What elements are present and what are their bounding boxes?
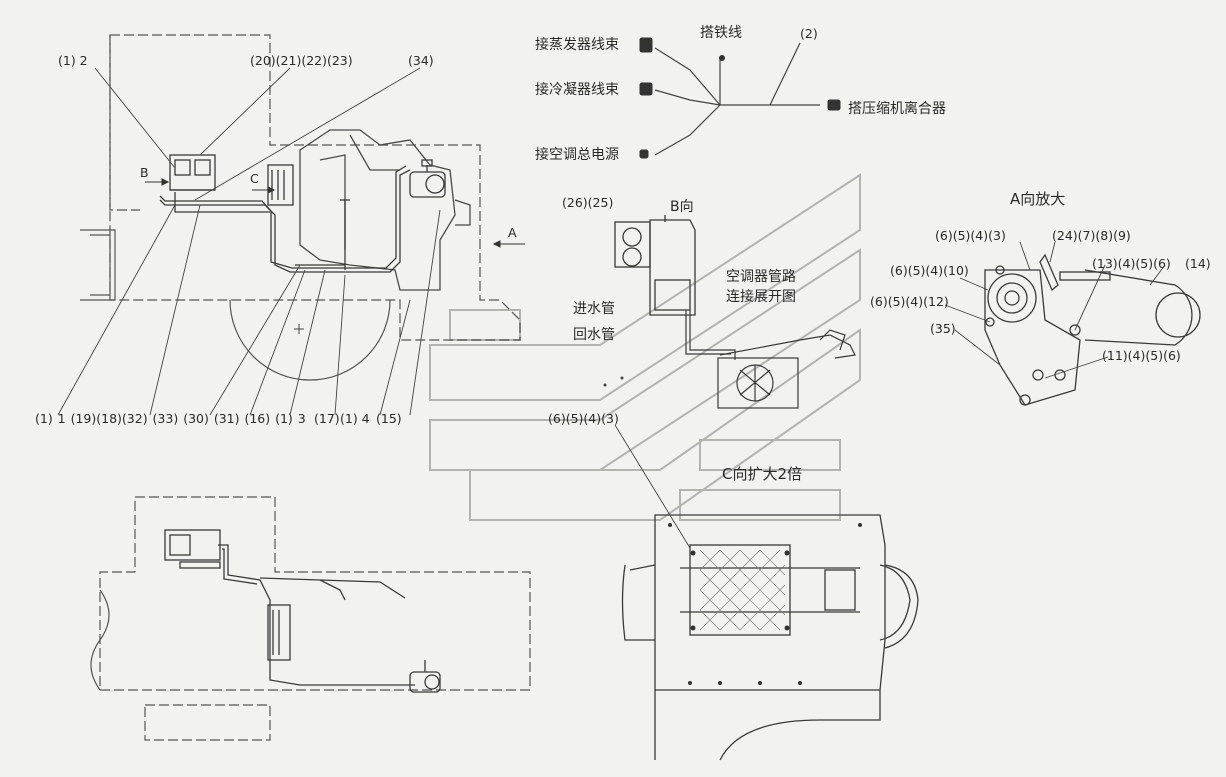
wiring-harness bbox=[654, 42, 820, 156]
label-ac-power: 接空调总电源 bbox=[535, 147, 619, 163]
wheel-arch bbox=[80, 229, 391, 381]
callout-24-7-8-9: (24)(7)(8)(9) bbox=[1052, 228, 1131, 243]
label-ground-wire: 搭铁线 bbox=[700, 25, 742, 41]
c-view-mesh bbox=[699, 549, 786, 631]
label-water-return: 回水管 bbox=[573, 327, 615, 343]
harness-connectors bbox=[639, 37, 841, 159]
label-c-view-enlarge: C向扩大2倍 bbox=[722, 465, 803, 483]
callout-34: (34) bbox=[408, 53, 434, 68]
watermark-logo bbox=[429, 173, 861, 521]
callout-11-4-5-6: (11)(4)(5)(6) bbox=[1102, 348, 1181, 363]
crosshair-mark bbox=[294, 324, 304, 334]
view-arrows bbox=[145, 178, 525, 248]
callout-6-5-4-10: (6)(5)(4)(10) bbox=[890, 263, 969, 278]
callout-15: (15) bbox=[376, 411, 402, 426]
label-evaporator-harness: 接蒸发器线束 bbox=[535, 37, 619, 53]
pipe-layout bbox=[685, 310, 856, 409]
callout-6-5-4-3-a: (6)(5)(4)(3) bbox=[935, 228, 1006, 243]
callout-c: C bbox=[250, 171, 259, 186]
lower-cab-outline bbox=[99, 496, 531, 741]
label-a-view-enlarge: A向放大 bbox=[1010, 190, 1066, 208]
evaporator-unit-top bbox=[169, 154, 294, 206]
b-view-unit bbox=[614, 215, 696, 316]
a-view-leaders bbox=[944, 241, 1166, 379]
engine-block bbox=[299, 129, 471, 291]
callout-1-2: (1) 2 bbox=[58, 53, 88, 68]
callout-2: (2) bbox=[800, 26, 818, 41]
callout-a: A bbox=[508, 225, 517, 240]
lower-unit bbox=[164, 529, 441, 693]
callout-20-23: (20)(21)(22)(23) bbox=[250, 53, 353, 68]
a-view-compressor bbox=[984, 253, 1201, 406]
label-water-inlet: 进水管 bbox=[573, 301, 615, 317]
callout-6-5-4-3-c: (6)(5)(4)(3) bbox=[548, 411, 619, 426]
callout-bottom-row: (1) 1 (19)(18)(32) (33) (30) (31) (16) (… bbox=[35, 411, 306, 426]
piping-top bbox=[159, 165, 411, 273]
callout-14: (14) bbox=[1185, 256, 1211, 271]
small-dots bbox=[603, 376, 624, 387]
callout-b: B bbox=[140, 165, 149, 180]
label-pipe-title-2: 连接展开图 bbox=[726, 289, 796, 305]
lower-wave bbox=[90, 589, 110, 691]
label-pipe-title-1: 空调器管路 bbox=[726, 269, 796, 285]
label-compressor-clutch: 搭压缩机离合器 bbox=[848, 101, 946, 117]
callout-26-25: (26)(25) bbox=[562, 195, 614, 210]
truck-cab-outline bbox=[109, 34, 521, 341]
label-b-direction: B向 bbox=[670, 199, 694, 215]
callout-6-5-4-12: (6)(5)(4)(12) bbox=[870, 294, 949, 309]
callout-17: (17) bbox=[314, 411, 340, 426]
callout-1-4: (1) 4 bbox=[340, 411, 370, 426]
c-view-leader bbox=[614, 424, 691, 549]
c-view-bolts bbox=[668, 523, 862, 685]
compressor-top bbox=[409, 159, 446, 198]
callout-35: (35) bbox=[930, 321, 956, 336]
label-condenser-harness: 接冷凝器线束 bbox=[535, 82, 619, 98]
callout-13-4-5-6: (13)(4)(5)(6) bbox=[1092, 256, 1171, 271]
leader-lines-top bbox=[57, 67, 441, 416]
c-view-grille bbox=[621, 514, 919, 761]
